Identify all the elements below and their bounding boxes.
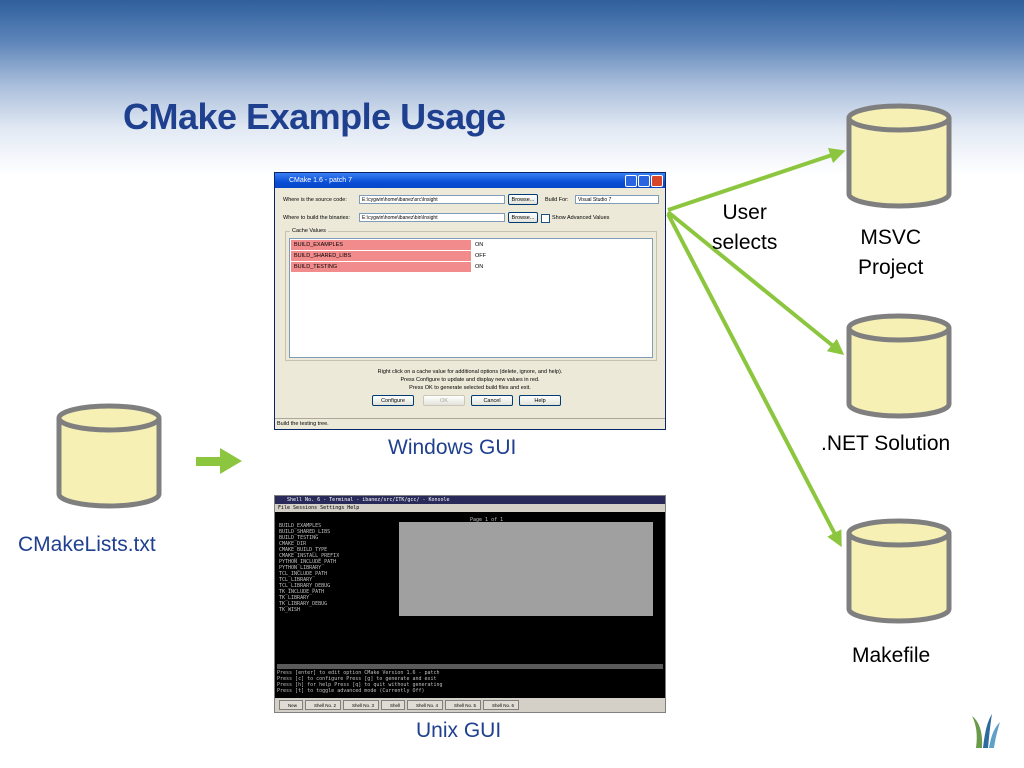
info-line: Right click on a cache value for additio… (377, 369, 563, 375)
konsole-taskbar: New Shell No. 2 Shell No. 3 Shell Shell … (275, 698, 665, 712)
status-line (277, 664, 663, 669)
help-button[interactable]: Help (519, 395, 561, 406)
help-line: Press [t] to toggle advanced mode (Curre… (277, 688, 425, 694)
session-tab[interactable]: Shell No. 3 (343, 700, 379, 710)
session-tab[interactable]: Shell No. 6 (483, 700, 519, 710)
source-label: Where is the source code: (283, 197, 347, 203)
build-for-select[interactable]: Visual Studio 7 (575, 195, 659, 204)
ccmake-entry[interactable]: TK_LIBRARY_DEBUG (279, 601, 328, 607)
help-line: Press [enter] to edit option CMake Versi… (277, 670, 440, 676)
ccmake-entry[interactable]: CMAKE_BUILD_TYPE (279, 547, 328, 553)
minimize-icon[interactable] (625, 175, 637, 187)
cache-entry-name[interactable]: BUILD_SHARED_LIBS (291, 251, 471, 261)
windows-cmake-window: CMake 1.6 - patch 7 Where is the source … (274, 172, 666, 430)
unix-terminal-window: Shell No. 6 - Terminal - ibanez/src/ITK/… (274, 495, 666, 713)
session-tab[interactable]: Shell (381, 700, 405, 710)
session-tab[interactable]: Shell No. 2 (305, 700, 341, 710)
net-label: .NET Solution (821, 432, 951, 455)
arrow-to-msvc (667, 147, 846, 212)
ccmake-entry[interactable]: BUILD_EXAMPLES (279, 523, 322, 529)
arrow-to-net (666, 210, 845, 356)
help-line: Press [h] for help Press [q] to quit wit… (277, 682, 443, 688)
ccmake-entry[interactable]: TK_LIBRARY (279, 595, 310, 601)
windows-gui-label: Windows GUI (388, 436, 517, 459)
cache-entry-value[interactable]: OFF (475, 253, 486, 259)
ok-button[interactable]: OK (423, 395, 465, 406)
session-tab[interactable]: New (279, 700, 303, 710)
help-line: Press [c] to configure Press [g] to gene… (277, 676, 437, 682)
info-line: Press Configure to update and display ne… (400, 377, 540, 383)
cache-values-label: Cache Values (290, 228, 328, 234)
browse-binaries-button[interactable]: Browse... (508, 212, 538, 223)
source-field[interactable]: E:\cygwin\home\ibanez\src\Insight (359, 195, 505, 204)
ccmake-entry[interactable]: CMAKE_DIR (279, 541, 307, 547)
window-titlebar: CMake 1.6 - patch 7 (275, 173, 665, 188)
close-icon[interactable] (651, 175, 663, 187)
values-block (399, 522, 653, 616)
session-tab[interactable]: Shell No. 5 (445, 700, 481, 710)
ccmake-entry[interactable]: TCL_LIBRARY_DEBUG (279, 583, 331, 589)
cache-values-list[interactable]: BUILD_EXAMPLES ON BUILD_SHARED_LIBS OFF … (289, 238, 653, 358)
cmakelists-to-windows-arrow (196, 448, 242, 474)
cache-entry-value[interactable]: ON (475, 264, 484, 270)
cache-values-group (285, 231, 657, 361)
maximize-icon[interactable] (638, 175, 650, 187)
cache-entry-name[interactable]: BUILD_EXAMPLES (291, 240, 471, 250)
ccmake-entry[interactable]: CMAKE_INSTALL_PREFIX (279, 553, 340, 559)
configure-button[interactable]: Configure (372, 395, 414, 406)
kitware-logo-icon (972, 714, 1000, 748)
window-title: CMake 1.6 - patch 7 (289, 177, 353, 184)
cmakelists-cylinder-icon (56, 403, 162, 509)
msvc-label: MSVC Project (858, 226, 924, 279)
cmakelists-label: CMakeLists.txt (18, 533, 156, 556)
cancel-button[interactable]: Cancel (471, 395, 513, 406)
slide-title: CMake Example Usage (123, 96, 506, 137)
show-advanced-label: Show Advanced Values (552, 215, 610, 221)
ccmake-entry[interactable]: PYTHON_INCLUDE_PATH (279, 559, 337, 565)
ccmake-entry[interactable]: TCL_INCLUDE_PATH (279, 571, 328, 577)
user-selects-label: User selects (712, 201, 778, 254)
ccmake-entry[interactable]: BUILD_SHARED_LIBS (279, 529, 331, 535)
cache-entry-value[interactable]: ON (475, 242, 484, 248)
session-tab[interactable]: Shell No. 4 (407, 700, 443, 710)
info-line: Press OK to generate selected build file… (409, 385, 531, 391)
page-indicator: Page 1 of 1 (470, 517, 504, 523)
ccmake-entry[interactable]: TK_INCLUDE_PATH (279, 589, 325, 595)
makefile-label: Makefile (852, 644, 931, 667)
terminal-menubar: File Sessions Settings Help (275, 504, 665, 512)
show-advanced-checkbox[interactable] (541, 214, 550, 223)
binaries-label: Where to build the binaries: (283, 215, 350, 221)
arrow-to-makefile (666, 213, 842, 548)
terminal-titlebar: Shell No. 6 - Terminal - ibanez/src/ITK/… (275, 496, 665, 504)
ccmake-entry[interactable]: TK_WISH (279, 607, 301, 613)
net-cylinder-icon (846, 313, 952, 419)
cache-entry-name[interactable]: BUILD_TESTING (291, 262, 471, 272)
status-bar: Build the testing tree. (275, 418, 665, 429)
build-for-label: Build For: (545, 197, 569, 203)
unix-gui-label: Unix GUI (416, 719, 502, 742)
msvc-cylinder-icon (846, 103, 952, 209)
browse-source-button[interactable]: Browse... (508, 194, 538, 205)
binaries-field[interactable]: E:\cygwin\home\ibanez\bin\Insight (359, 213, 505, 222)
ccmake-entry[interactable]: BUILD_TESTING (279, 535, 319, 541)
ccmake-entry[interactable]: PYTHON_LIBRARY (279, 565, 322, 571)
ccmake-entry[interactable]: TCL_LIBRARY (279, 577, 313, 583)
makefile-cylinder-icon (846, 518, 952, 624)
